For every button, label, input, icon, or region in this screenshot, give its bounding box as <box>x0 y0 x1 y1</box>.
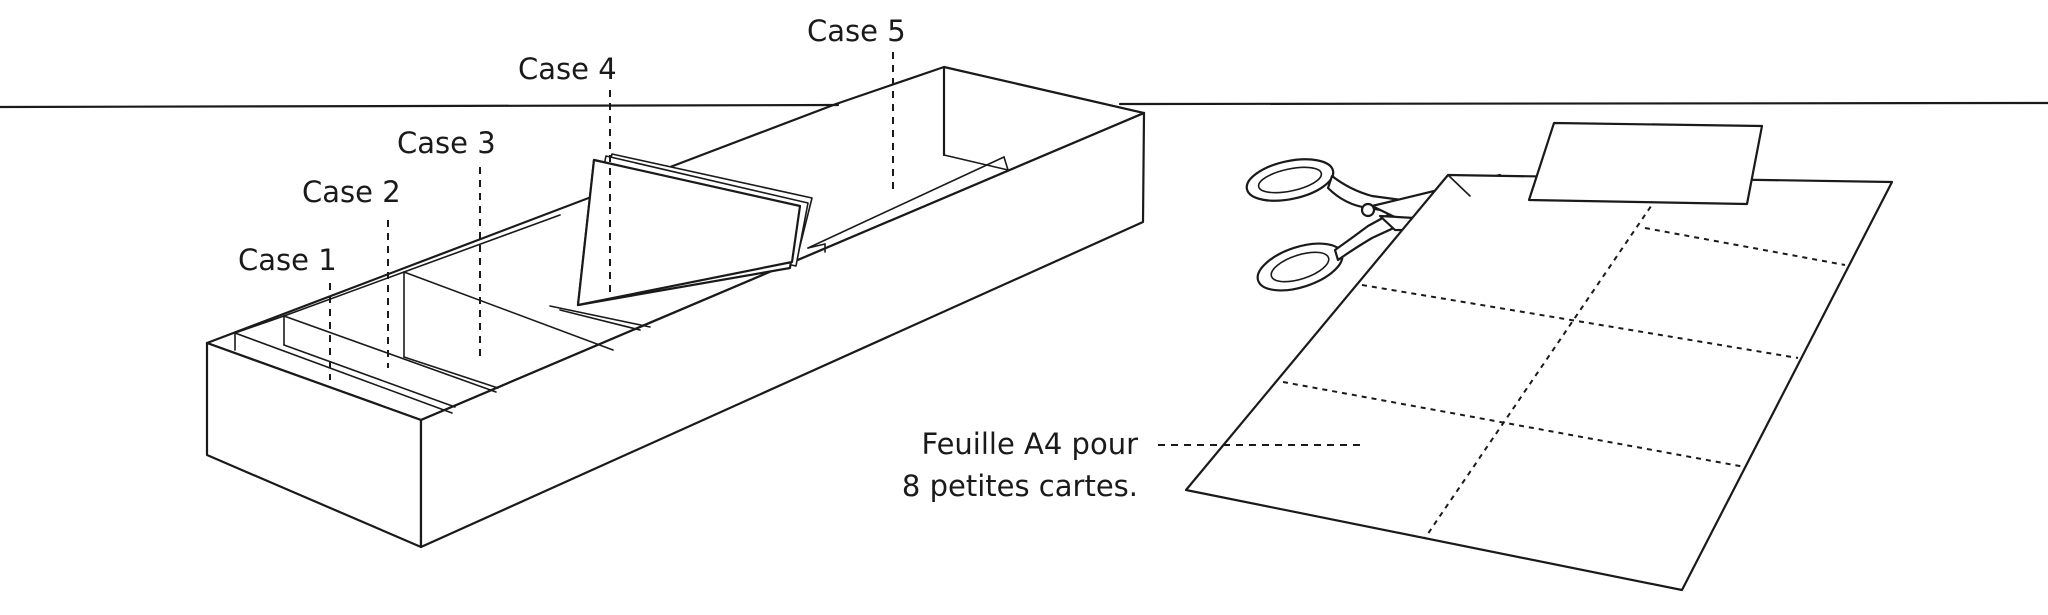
label-sheet-line-1: Feuille A4 pour <box>921 427 1138 461</box>
box-icon <box>205 65 1146 549</box>
label-case-3: Case 3 <box>397 126 496 160</box>
label-sheet-line-2: 8 petites cartes. <box>902 469 1138 503</box>
label-case-5: Case 5 <box>807 14 906 48</box>
label-case-1: Case 1 <box>238 243 337 277</box>
label-case-4: Case 4 <box>518 52 617 86</box>
small-card-icon <box>1527 121 1764 206</box>
card-stack-icon <box>576 153 813 307</box>
label-case-2: Case 2 <box>302 175 401 209</box>
paper-sheet-icon <box>1184 173 1894 592</box>
table-horizon-line <box>0 101 2048 109</box>
leader-lines <box>329 52 1360 446</box>
